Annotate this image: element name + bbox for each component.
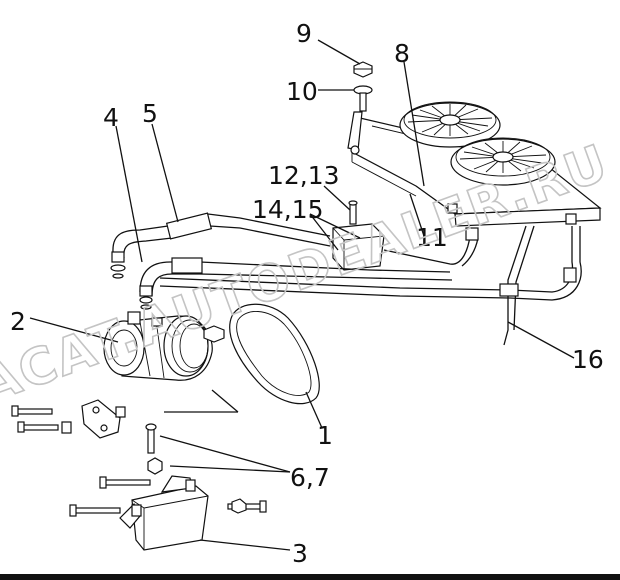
callout-1: 1 — [317, 421, 333, 450]
bottom-border — [0, 574, 620, 580]
ac-compressor — [103, 311, 225, 381]
callout-9: 9 — [296, 19, 312, 48]
callout-10: 10 — [286, 77, 318, 106]
compressor-lower-bracket — [69, 475, 267, 551]
callout-16: 16 — [572, 345, 604, 374]
hose-line-5 — [112, 212, 331, 259]
mount-bolt-12-13 — [348, 200, 358, 225]
compressor-upper-bracket — [11, 399, 163, 475]
top-bracket-with-nuts — [347, 61, 373, 155]
callout-8: 8 — [394, 39, 410, 68]
callout-12-13: 12,13 — [268, 161, 340, 190]
callout-2: 2 — [10, 307, 26, 336]
hose-fittings — [110, 251, 153, 310]
receiver-drier-block — [332, 223, 385, 271]
callout-3: 3 — [292, 539, 308, 568]
callout-11: 11 — [416, 223, 448, 252]
callout-6-7: 6,7 — [290, 463, 330, 492]
cooling-fan-front — [450, 137, 556, 186]
callout-4: 4 — [103, 103, 119, 132]
callout-14-15: 14,15 — [252, 195, 324, 224]
liquid-line-16 — [159, 225, 582, 346]
callout-labels: 9 10 8 4 5 12,13 14,15 11 2 16 1 6,7 3 — [10, 19, 604, 568]
discharge-line-to-condenser — [383, 227, 479, 267]
leader-lines — [29, 39, 575, 551]
radiator-side-fittings — [447, 203, 577, 225]
cooling-fan-rear — [399, 101, 501, 148]
callout-5: 5 — [142, 99, 158, 128]
drive-belt — [229, 303, 320, 405]
